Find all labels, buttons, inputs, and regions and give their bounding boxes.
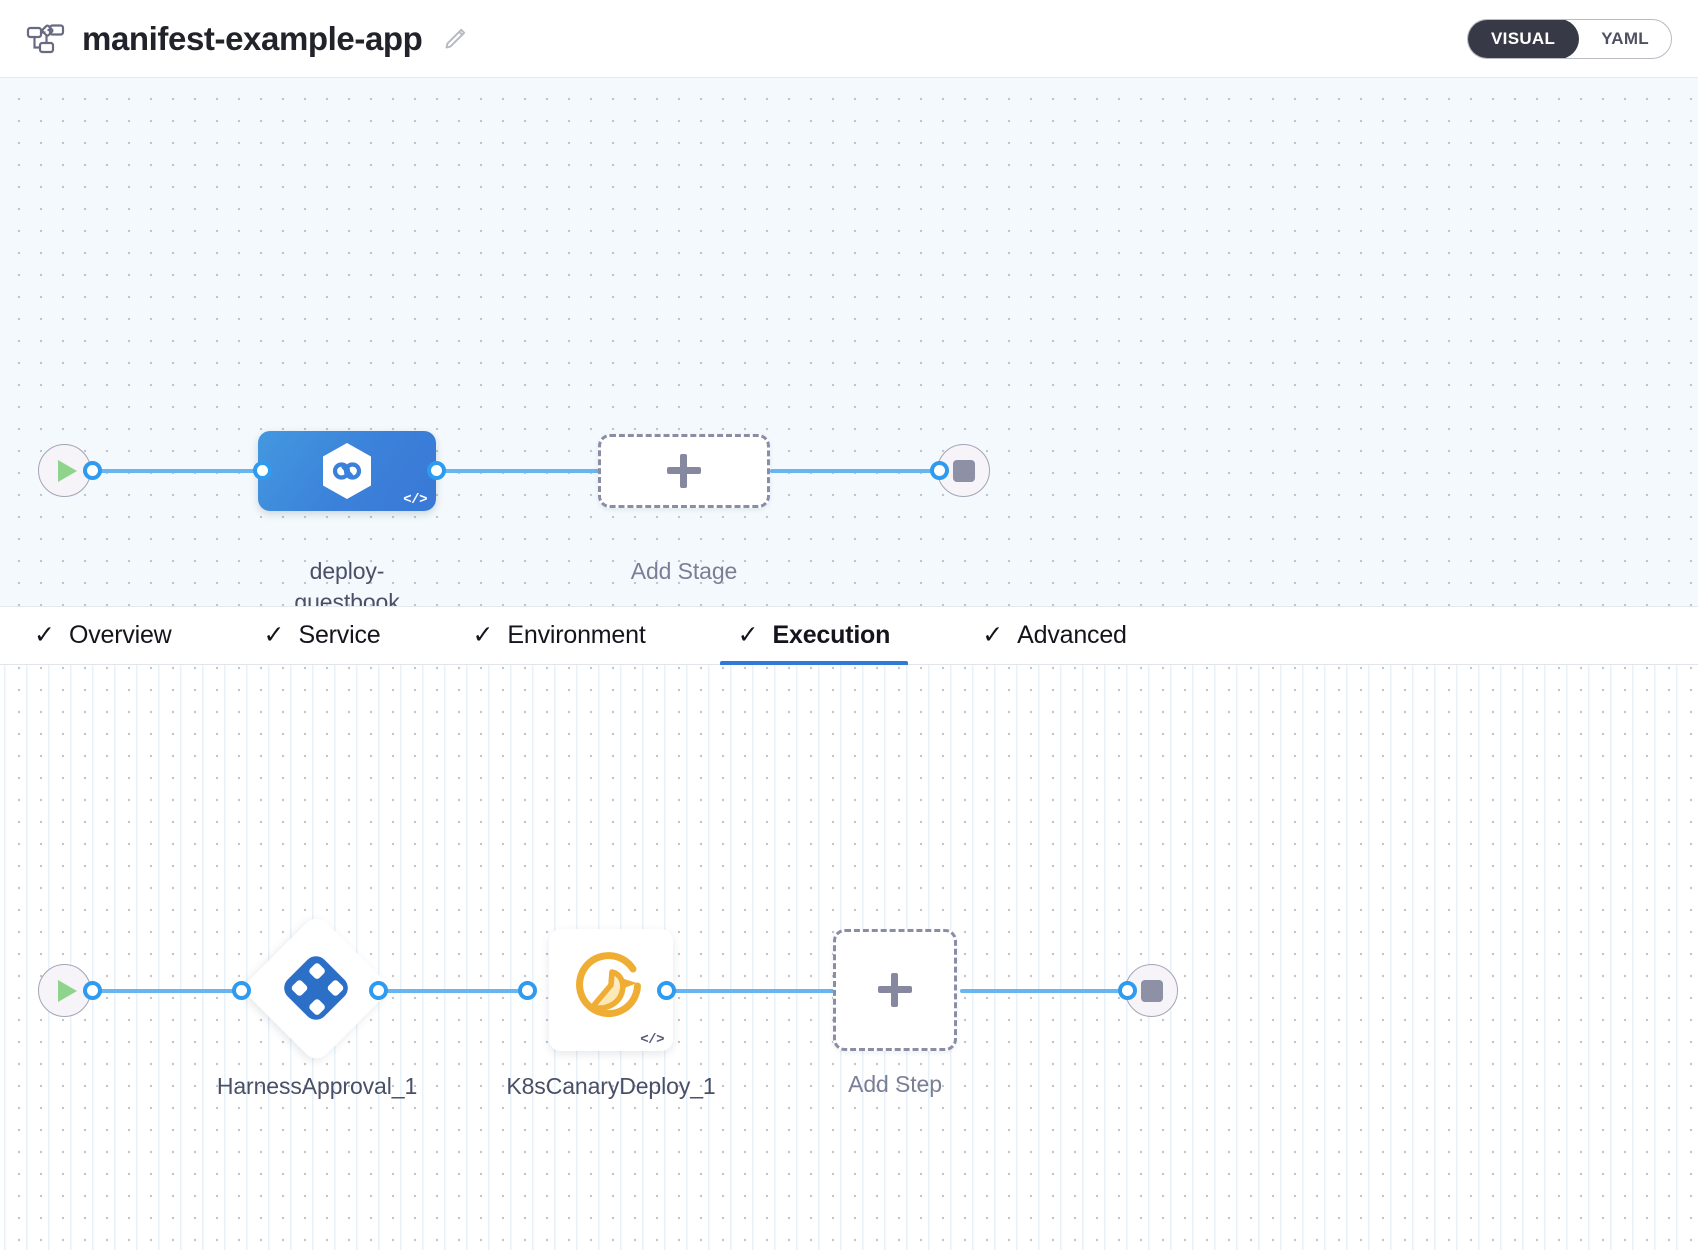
stop-icon [1140, 979, 1163, 1002]
stop-icon [952, 459, 975, 482]
check-icon: ✓ [34, 621, 55, 649]
tab-execution[interactable]: ✓ Execution [719, 607, 908, 666]
harness-service-hexagon-icon [321, 442, 373, 500]
tab-environment[interactable]: ✓ Environment [472, 607, 645, 665]
tab-execution-label: Execution [772, 621, 891, 649]
add-stage-button[interactable] [598, 434, 770, 508]
stage-node-deploy-guestbook[interactable]: </> [258, 431, 436, 511]
connector-approval-to-canary [372, 989, 522, 993]
check-icon: ✓ [982, 621, 1004, 649]
yaml-code-badge[interactable]: </> [403, 492, 427, 508]
yaml-code-badge[interactable]: </> [640, 1032, 664, 1048]
add-step-label: Add Step [848, 1071, 942, 1097]
stage-graph-canvas[interactable]: </> deploy-guestbook Add Stage [0, 78, 1698, 607]
connector-canary-to-add-step [660, 989, 835, 993]
play-icon [58, 979, 77, 1002]
connector-add-to-end [770, 469, 950, 473]
canary-bird-icon [573, 952, 649, 1028]
pipeline-start-node[interactable] [38, 444, 91, 497]
stage-tab-bar[interactable]: ✓ Overview ✓ Service ✓ Environment ✓ Exe… [0, 607, 1698, 666]
add-stage-label: Add Stage [630, 558, 738, 584]
check-icon: ✓ [263, 621, 285, 649]
page-title: manifest-example-app [82, 19, 423, 57]
execution-graph-canvas[interactable]: HarnessApproval_1 </> K8sCanaryDeploy_1 … [0, 665, 1698, 1250]
connector-start-to-stage [88, 469, 268, 473]
tab-service-label: Service [298, 621, 381, 649]
port-canary-out[interactable] [657, 981, 676, 1000]
stage-node-label: deploy-guestbook [294, 558, 400, 607]
port-approval-out[interactable] [369, 981, 388, 1000]
plus-icon [667, 454, 701, 488]
port-stage-out[interactable] [427, 461, 446, 480]
toggle-option-yaml[interactable]: YAML [1601, 28, 1649, 48]
check-icon: ✓ [472, 621, 494, 649]
app-header: manifest-example-app VISUAL YAML [0, 0, 1698, 78]
port-exec-end-in[interactable] [1118, 981, 1137, 1000]
tab-advanced-label: Advanced [1017, 621, 1127, 649]
port-canary-in[interactable] [518, 981, 537, 1000]
tab-environment-label: Environment [507, 621, 646, 649]
plus-icon [878, 973, 912, 1007]
connector-stage-to-add [430, 469, 600, 473]
port-end-in[interactable] [930, 461, 949, 480]
port-start-out[interactable] [83, 461, 102, 480]
visual-yaml-toggle[interactable]: VISUAL YAML [1467, 18, 1672, 59]
tab-service[interactable]: ✓ Service [264, 607, 381, 665]
pipeline-icon [26, 22, 66, 56]
port-stage-in[interactable] [253, 461, 272, 480]
check-icon: ✓ [737, 621, 759, 649]
play-icon [58, 459, 77, 482]
pencil-icon[interactable] [442, 25, 470, 53]
toggle-option-visual[interactable]: VISUAL [1468, 19, 1580, 58]
connector-add-step-to-end [960, 989, 1120, 993]
tab-overview-label: Overview [68, 621, 172, 649]
tab-overview[interactable]: ✓ Overview [34, 607, 172, 665]
connector-start-to-approval [88, 989, 238, 993]
header-left-group: manifest-example-app [0, 20, 470, 58]
step-node-canary-label: K8sCanaryDeploy_1 [506, 1073, 716, 1099]
tab-advanced[interactable]: ✓ Advanced [982, 607, 1127, 665]
step-node-approval-label: HarnessApproval_1 [216, 1073, 418, 1099]
add-step-button[interactable] [833, 929, 957, 1051]
step-node-k8s-canary-deploy[interactable]: </> [549, 929, 673, 1051]
port-approval-in[interactable] [232, 981, 251, 1000]
port-exec-start-out[interactable] [83, 981, 102, 1000]
